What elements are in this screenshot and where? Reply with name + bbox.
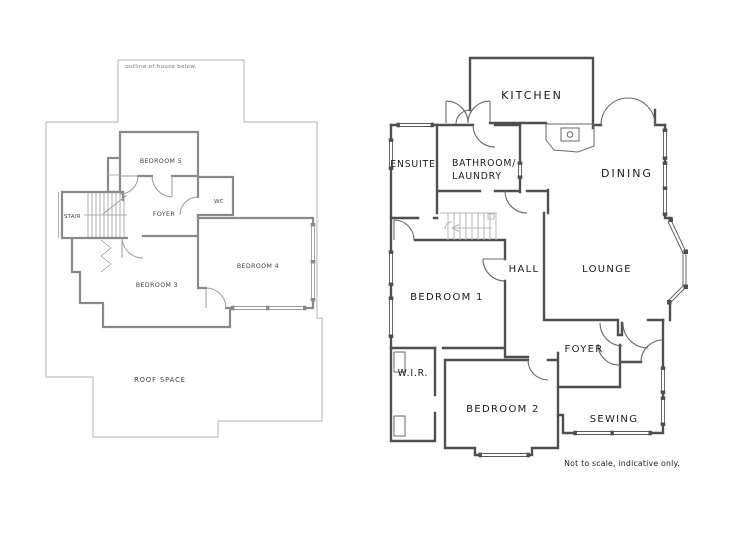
kitchen-counter (545, 123, 595, 153)
ground-floor-plan: KITCHEN ENSUITE BATHROOM/ LAUNDRY DINING… (388, 56, 688, 458)
room-label-stair: STAIR (64, 214, 81, 220)
upper-stair-treads (58, 174, 128, 238)
room-label-bedroom2: BEDROOM 2 (466, 404, 539, 415)
room-label-lounge: LOUNGE (582, 264, 632, 275)
room-label-bedroom1: BEDROOM 1 (410, 292, 483, 303)
disclaimer-note: Not to scale, indicative only. (564, 459, 680, 468)
ground-stair (440, 212, 497, 240)
room-label-wc: WC (214, 199, 224, 205)
room-label-dining: DINING (601, 167, 653, 180)
room-label-bathroom-line1: BATHROOM/ (452, 158, 516, 169)
room-label-bedroom3: BEDROOM 3 (136, 282, 178, 289)
upper-floor-plan: outline of house below. BEDROOM 5 STAIR … (45, 59, 323, 438)
room-label-ground-foyer: FOYER (565, 344, 604, 355)
bay-window (667, 217, 688, 305)
upper-windows (231, 223, 316, 311)
ground-walls (389, 56, 673, 457)
house-outline (45, 59, 323, 438)
room-label-bedroom5: BEDROOM 5 (140, 158, 182, 165)
wir-fittings (393, 351, 406, 437)
upper-door-arcs (119, 175, 227, 309)
room-label-kitchen: KITCHEN (501, 89, 563, 102)
room-label-roof-space: ROOF SPACE (134, 376, 186, 384)
chimney-zigzag (100, 239, 112, 273)
room-label-upper-foyer: FOYER (153, 211, 176, 218)
room-label-bedroom4: BEDROOM 4 (237, 263, 279, 270)
room-label-ensuite: ENSUITE (390, 159, 435, 170)
ground-door-arcs (393, 97, 664, 381)
ground-windows (388, 122, 668, 458)
room-label-hall: HALL (509, 264, 540, 275)
kitchen-sink (560, 127, 580, 142)
room-label-wir: W.I.R. (398, 368, 429, 379)
room-label-bathroom-line2: LAUNDRY (452, 171, 502, 182)
outline-note: outline of house below. (125, 64, 197, 70)
room-label-sewing: SEWING (590, 414, 639, 425)
